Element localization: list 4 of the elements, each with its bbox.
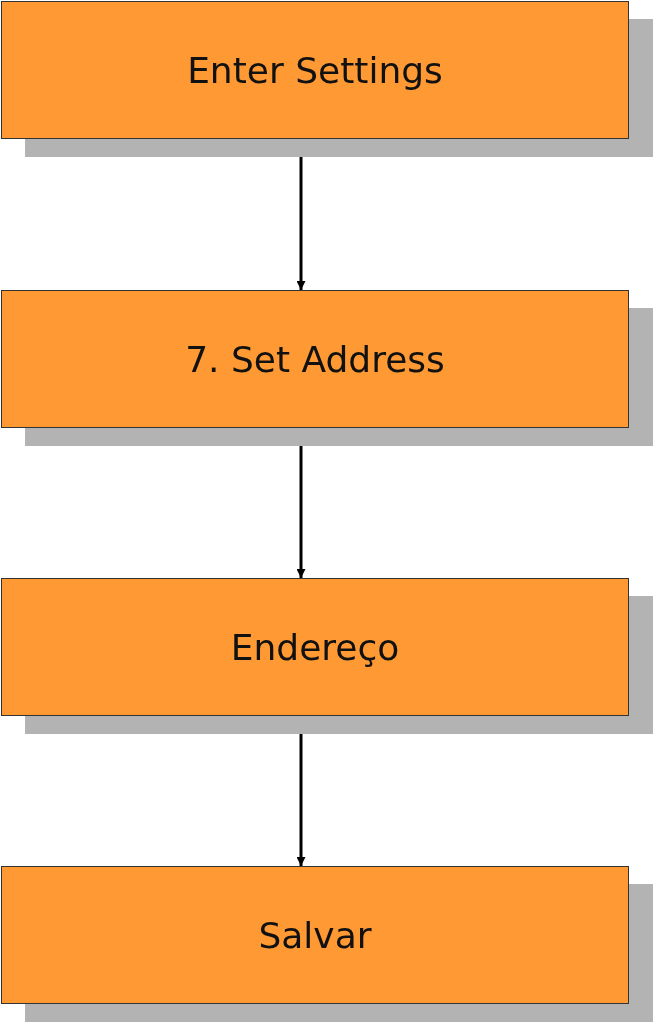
box-label: Salvar: [258, 914, 372, 956]
box-label: Enter Settings: [187, 49, 443, 91]
box-label: Endereço: [230, 626, 400, 668]
box-label: 7. Set Address: [185, 338, 445, 380]
